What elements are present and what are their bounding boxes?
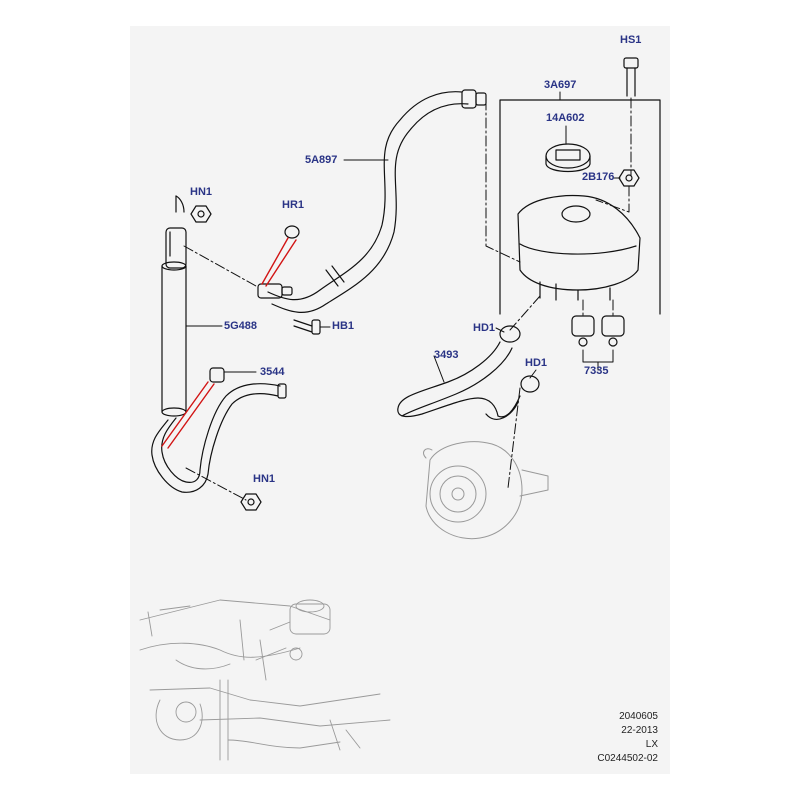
leader-hd1 [509, 295, 541, 331]
leader-reservoir [485, 99, 521, 263]
label-hd1-bottom: HD1 [525, 357, 548, 369]
leader-line-7335 [582, 349, 614, 371]
nut-hn1-bottom [240, 493, 262, 511]
cap-14a602 [545, 143, 591, 173]
nut-hn1-top [190, 205, 212, 223]
meta-line-2: 22-2013 [621, 725, 658, 736]
vehicle-location-inset [139, 599, 391, 761]
leader-line-hd1-bottom [529, 369, 537, 379]
red-leader-3544-2 [167, 383, 215, 449]
meta-line-1: 2040605 [619, 711, 658, 722]
red-leader-hr1-1 [261, 237, 289, 285]
label-hd1-top: HD1 [473, 322, 496, 334]
power-steering-pump [423, 441, 549, 540]
label-5a897: 5A897 [305, 154, 338, 166]
leader-2b176 [595, 185, 630, 213]
label-3544: 3544 [260, 366, 285, 378]
label-hn1-top: HN1 [190, 186, 213, 198]
leader-valves [582, 299, 614, 317]
clip-hd1-top [499, 325, 521, 343]
label-hn1-bottom: HN1 [253, 473, 276, 485]
clip-hr1 [284, 225, 300, 239]
cooler-5g488 [151, 195, 287, 493]
label-hs1: HS1 [620, 34, 642, 46]
hose-3493 [397, 341, 521, 420]
meta-line-3: LX [645, 739, 658, 750]
label-2b176: 2B176 [582, 171, 615, 183]
leader-pump [507, 387, 521, 489]
leader-line-3493 [433, 355, 445, 383]
label-3493: 3493 [434, 349, 459, 361]
red-leader-hr1-2 [265, 239, 297, 287]
valves-7335 [571, 315, 625, 347]
hose-5a897 [267, 89, 487, 313]
clamp-3544 [209, 367, 225, 383]
label-5g488: 5G488 [224, 320, 258, 332]
reservoir-bracket [499, 99, 661, 315]
meta-line-4: C0244502-02 [597, 753, 658, 764]
leader-hn1-bottom [185, 467, 247, 501]
label-3a697: 3A697 [544, 79, 577, 91]
drawing-metadata: 2040605 22-2013 LX C0244502-02 [597, 710, 658, 766]
leader-line-hd1-top [495, 327, 505, 333]
label-hr1: HR1 [282, 199, 305, 211]
fitting-hb1 [257, 283, 321, 335]
clip-hd1-bottom [520, 375, 540, 393]
label-7335: 7335 [584, 365, 609, 377]
label-hb1: HB1 [332, 320, 355, 332]
label-14a602: 14A602 [546, 112, 585, 124]
bolt-hs1 [623, 57, 639, 97]
red-leader-3544-1 [161, 381, 209, 447]
reservoir-3a697 [517, 194, 641, 301]
nut-2b176 [618, 169, 640, 187]
leader-hn1-top [183, 245, 257, 287]
